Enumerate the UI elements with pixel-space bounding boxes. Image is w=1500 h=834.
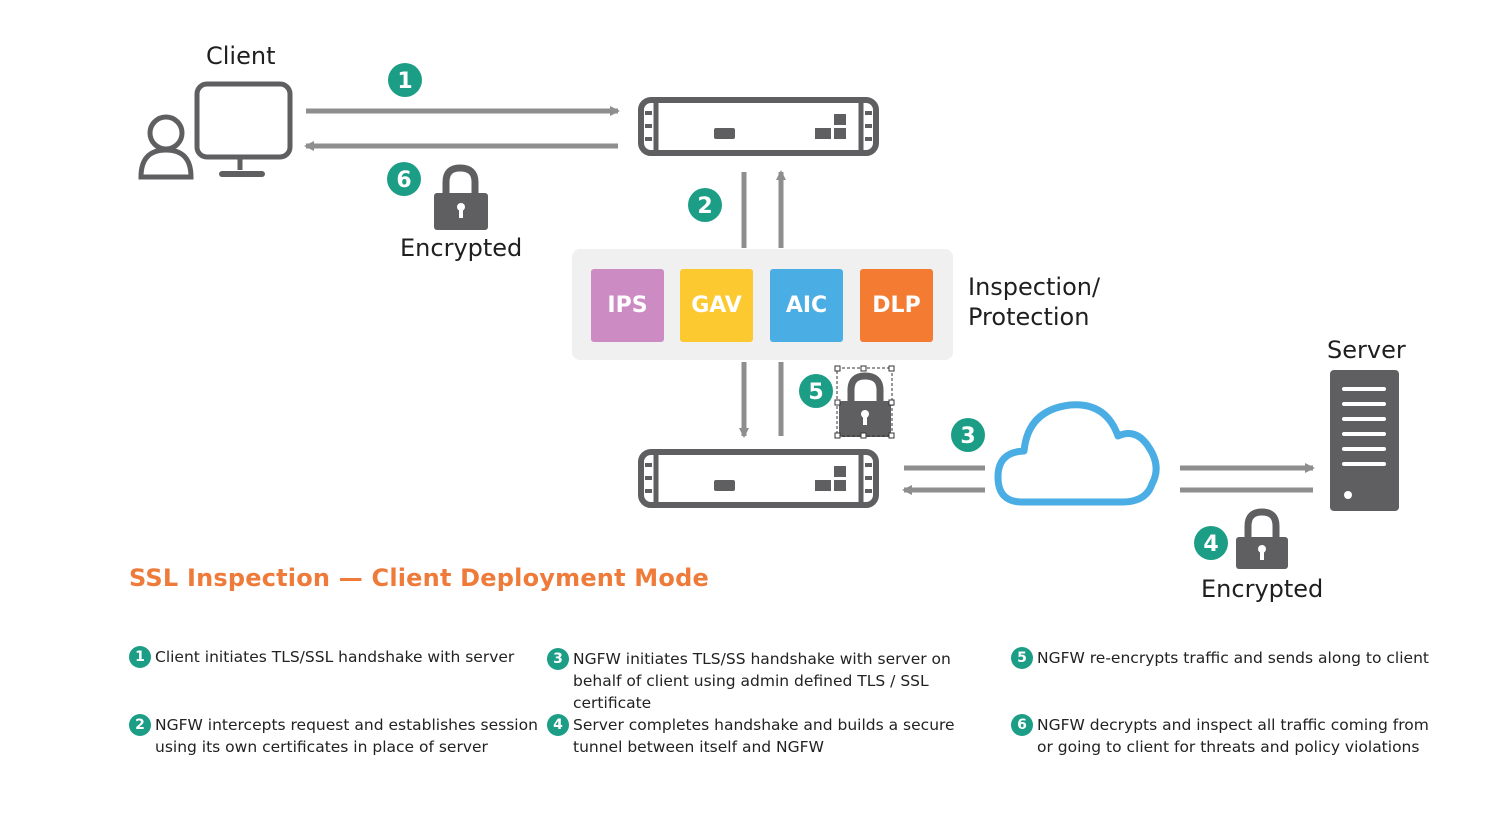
- legend-number-5: 5: [1011, 647, 1033, 669]
- cloud-traffic-arrows: [902, 465, 985, 495]
- legend-item-2: 2 NGFW intercepts request and establishe…: [129, 714, 544, 758]
- legend-item-1: 1 Client initiates TLS/SSL handshake wit…: [129, 646, 534, 668]
- inspection-label: Inspection/ Protection: [968, 272, 1100, 332]
- server-icon: [1330, 370, 1399, 511]
- selection-frame[interactable]: [834, 365, 895, 439]
- inspection-label-line1: Inspection/: [968, 273, 1101, 301]
- legend-item-3: 3 NGFW initiates TLS/SS handshake with s…: [547, 648, 997, 714]
- client-traffic-arrows: [304, 106, 620, 151]
- module-ips: IPS: [591, 269, 664, 342]
- legend-text-2: NGFW intercepts request and establishes …: [155, 716, 538, 756]
- legend-item-4: 4 Server completes handshake and builds …: [547, 714, 999, 758]
- client-icon: [138, 81, 293, 180]
- legend-number-2: 2: [129, 714, 151, 736]
- legend-item-6: 6 NGFW decrypts and inspect all traffic …: [1011, 714, 1441, 758]
- svg-text:5: 5: [808, 380, 823, 405]
- legend-text-4: Server completes handshake and builds a …: [573, 716, 955, 756]
- client-label: Client: [206, 42, 276, 70]
- legend-number-6: 6: [1011, 714, 1033, 736]
- encrypted-label-server: Encrypted: [1201, 575, 1324, 603]
- server-traffic-arrows: [1180, 463, 1315, 493]
- inspection-label-line2: Protection: [968, 303, 1090, 331]
- step-badge-2: 2: [688, 188, 722, 222]
- lock-icon-ngfw: [839, 372, 891, 437]
- svg-text:3: 3: [960, 424, 975, 449]
- legend-number-1: 1: [129, 646, 151, 668]
- inspection-traffic-arrows-upper: [741, 170, 786, 248]
- module-gav: GAV: [680, 269, 753, 342]
- internet-cloud-icon: [994, 401, 1160, 506]
- step-badge-3: 3: [951, 418, 985, 452]
- module-aic: AIC: [770, 269, 843, 342]
- legend-text-6: NGFW decrypts and inspect all traffic co…: [1037, 716, 1429, 756]
- ngfw-appliance-bottom: [638, 449, 879, 508]
- svg-text:4: 4: [1203, 532, 1218, 557]
- legend-text-1: Client initiates TLS/SSL handshake with …: [155, 648, 515, 666]
- diagram-title: SSL Inspection — Client Deployment Mode: [129, 564, 709, 592]
- svg-text:2: 2: [697, 194, 712, 219]
- step-badge-6: 6: [387, 162, 421, 196]
- lock-icon-server: [1236, 508, 1288, 569]
- svg-text:6: 6: [396, 168, 411, 193]
- inspection-traffic-arrows-lower: [739, 362, 784, 438]
- step-badge-1: 1: [388, 63, 422, 97]
- module-dlp: DLP: [860, 269, 933, 342]
- legend-number-3: 3: [547, 648, 569, 670]
- inspection-panel: [572, 249, 953, 360]
- step-badge-5: 5: [799, 374, 833, 408]
- encrypted-label-client: Encrypted: [400, 234, 523, 262]
- legend-number-4: 4: [547, 714, 569, 736]
- legend-text-3: NGFW initiates TLS/SS handshake with ser…: [573, 650, 951, 712]
- step-badge-4: 4: [1194, 526, 1228, 560]
- ngfw-appliance-top: [638, 97, 879, 156]
- lock-icon-client: [434, 164, 488, 230]
- legend-item-5: 5 NGFW re-encrypts traffic and sends alo…: [1011, 647, 1441, 669]
- svg-text:1: 1: [397, 69, 412, 94]
- server-label: Server: [1327, 336, 1406, 364]
- legend-text-5: NGFW re-encrypts traffic and sends along…: [1037, 649, 1429, 667]
